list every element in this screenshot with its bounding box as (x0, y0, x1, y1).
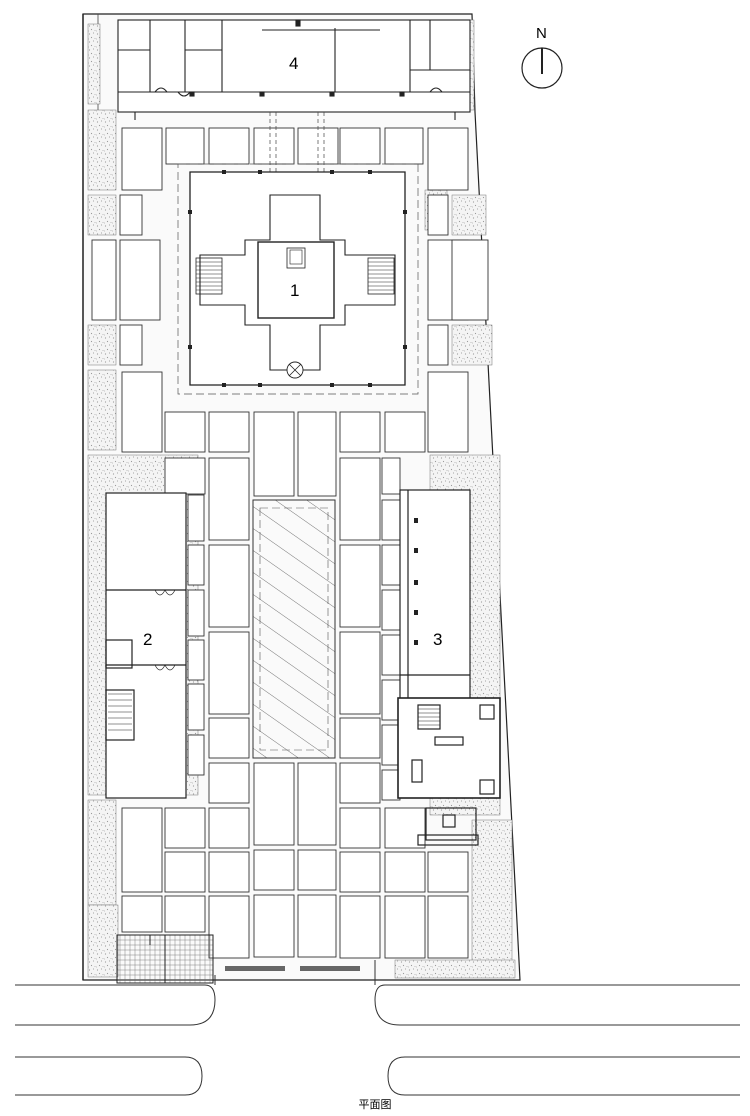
connector-corridors (269, 112, 325, 172)
north-label: N (536, 25, 547, 42)
drawing-caption: 平面图 (358, 1098, 392, 1111)
entrance-gates (225, 966, 360, 971)
road-outline (15, 960, 740, 1096)
building-1 (177, 163, 419, 395)
gate-house (116, 934, 214, 984)
central-courtyard (252, 499, 336, 759)
building-2 (105, 492, 187, 799)
north-arrow: N (521, 25, 563, 89)
building-4-label: 4 (289, 54, 298, 73)
building-3 (397, 489, 501, 846)
paving-grid (91, 127, 489, 959)
building-3-label: 3 (433, 630, 442, 649)
building-1-label: 1 (290, 281, 299, 300)
building-4 (117, 19, 471, 120)
building-2-label: 2 (143, 630, 152, 649)
